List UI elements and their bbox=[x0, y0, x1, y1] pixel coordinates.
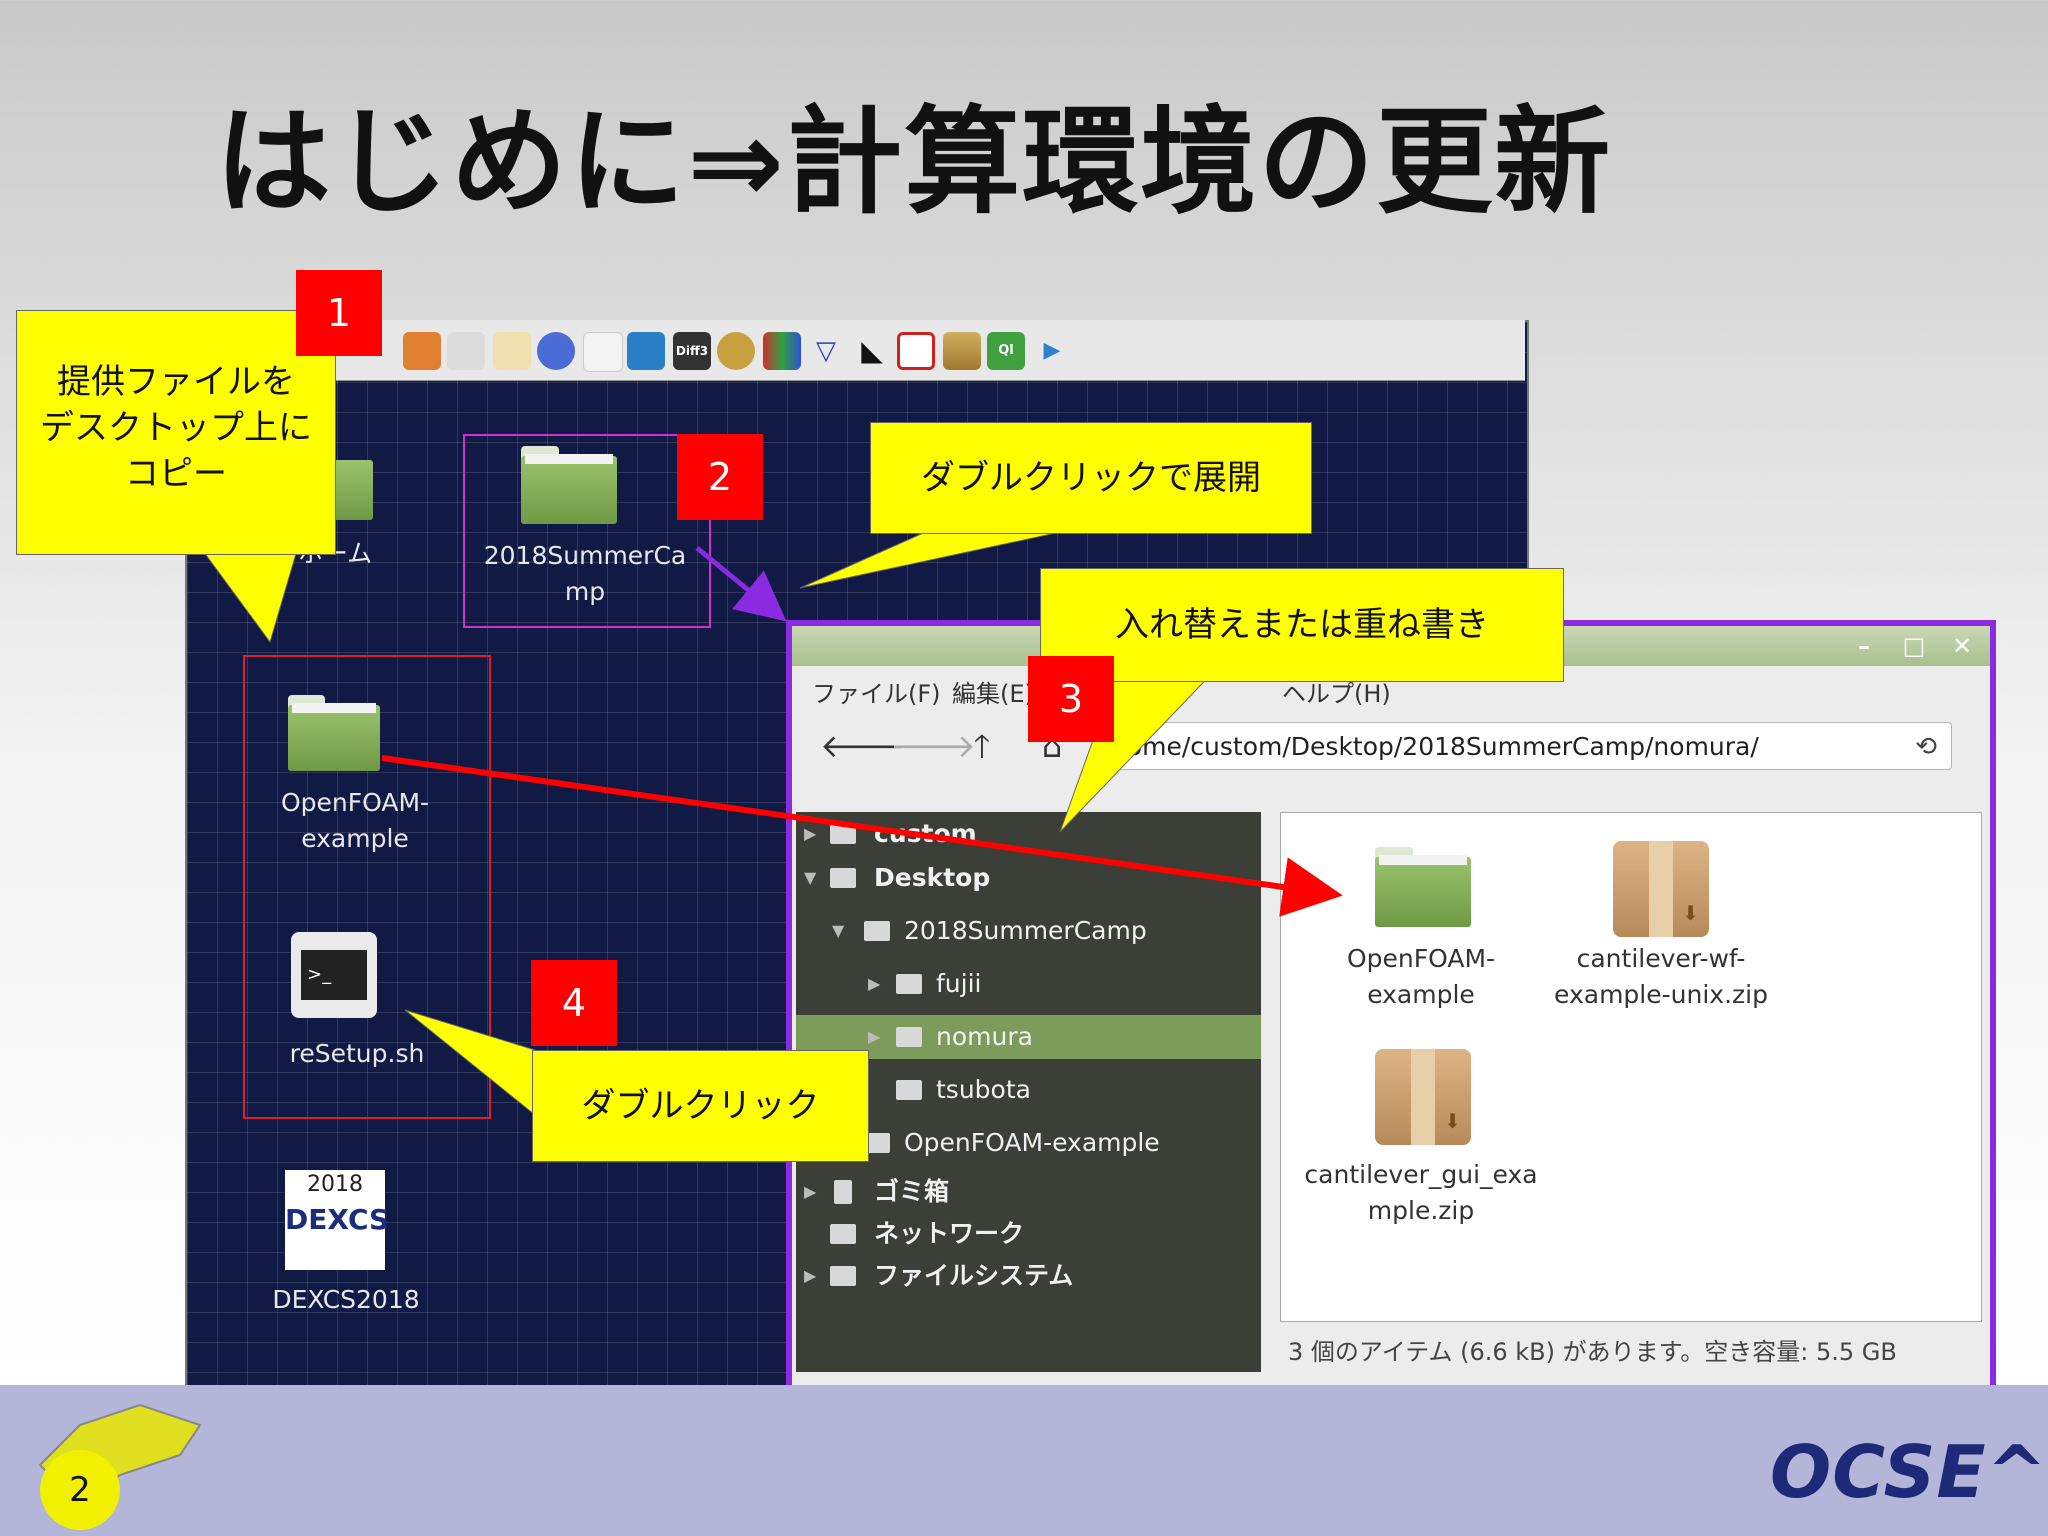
file-label-line1: cantilever_gui_exa bbox=[1304, 1160, 1538, 1189]
terminal-icon: >_ bbox=[291, 932, 377, 1018]
play-icon[interactable]: ▶ bbox=[1033, 332, 1071, 370]
openfoam-label-line1: OpenFOAM- bbox=[280, 788, 430, 817]
callout2-tail bbox=[799, 529, 1071, 589]
paraview-icon[interactable] bbox=[763, 332, 801, 370]
tree-item-network[interactable]: ネットワーク bbox=[796, 1212, 1261, 1256]
tree-item-fujii[interactable]: ▶ fujii bbox=[868, 969, 982, 998]
image-icon[interactable] bbox=[943, 332, 981, 370]
open-arrow bbox=[695, 546, 787, 622]
tree-item-openfoam-example[interactable]: OpenFOAM-example bbox=[796, 1121, 1261, 1165]
menu-file[interactable]: ファイル(F) bbox=[812, 680, 941, 708]
address-bar[interactable]: home/custom/Desktop/2018SummerCamp/nomur… bbox=[1102, 722, 1952, 770]
callout-replace-or-overwrite: 入れ替えまたは重ね書き bbox=[1040, 568, 1564, 682]
file-view[interactable]: OpenFOAM- example ⬇ cantilever-wf- examp… bbox=[1280, 812, 1982, 1322]
minimize-icon[interactable]: – bbox=[1858, 632, 1870, 660]
qt-icon[interactable]: Ql bbox=[987, 332, 1025, 370]
sail-icon[interactable]: ◣ bbox=[853, 332, 891, 370]
callout-copy-to-desktop: 提供ファイルを デスクトップ上に コピー bbox=[16, 310, 336, 555]
dexcs-label: DEXCS2018 bbox=[272, 1285, 420, 1314]
summercamp-label-line2: mp bbox=[564, 577, 606, 606]
file-label-line1: OpenFOAM- bbox=[1346, 944, 1496, 973]
zip-archive-icon: ⬇ bbox=[1375, 1049, 1471, 1145]
tree-item-nomura[interactable]: ▶ nomura bbox=[796, 1015, 1261, 1059]
salome-icon[interactable] bbox=[627, 332, 665, 370]
step-number-4: 4 bbox=[531, 960, 617, 1046]
file-label-line2: example bbox=[1367, 980, 1475, 1009]
dexcs-logo-icon: 2018 DEXCS bbox=[285, 1170, 389, 1270]
diff3-icon[interactable]: Diff3 bbox=[673, 332, 711, 370]
footer-bar bbox=[0, 1385, 2048, 1536]
menu-bar: ファイル(F) 編集(E) ヘルプ(H) bbox=[792, 668, 1990, 710]
taskbar: Diff3 ▽ ◣ Ql ▶ bbox=[185, 320, 1525, 381]
openfoam-label-line2: example bbox=[301, 824, 409, 853]
up-arrow-icon[interactable]: 🡑 bbox=[973, 727, 991, 765]
callout-double-click-extract: ダブルクリックで展開 bbox=[870, 422, 1312, 534]
callout4-tail bbox=[404, 1009, 536, 1117]
sidebar-tree: ▶ custom ▼ Desktop ▼ 2018SummerCamp ▶ fu… bbox=[796, 812, 1261, 1372]
copy-arrow bbox=[381, 755, 1343, 917]
highlight-box-copy-target bbox=[243, 655, 491, 1119]
callout1-tail bbox=[194, 539, 301, 644]
openfoam-folder-icon bbox=[288, 695, 380, 771]
zip-archive-icon: ⬇ bbox=[1613, 841, 1709, 937]
file-label-line2: mple.zip bbox=[1367, 1196, 1475, 1225]
help-icon[interactable] bbox=[447, 332, 485, 370]
tree-item-trash[interactable]: ▶ ゴミ箱 bbox=[804, 1177, 950, 1206]
maximize-icon[interactable]: □ bbox=[1902, 632, 1926, 660]
slide-title: はじめに⇒計算環境の更新 bbox=[215, 95, 1613, 230]
editor-icon[interactable] bbox=[493, 332, 531, 370]
tree-item-tsubota[interactable]: tsubota bbox=[796, 1068, 1261, 1112]
file-manager-window[interactable]: – □ ✕ ファイル(F) 編集(E) ヘルプ(H) 🡐 🡒 🡑 ⌂ home/… bbox=[786, 620, 1996, 1392]
menu-edit[interactable]: 編集(E) bbox=[952, 680, 1034, 708]
tree-item-filesystem[interactable]: ▶ ファイルシステム bbox=[804, 1261, 1074, 1290]
gnuplot-icon[interactable] bbox=[717, 332, 755, 370]
app-launcher-icon[interactable] bbox=[403, 332, 441, 370]
step-number-2: 2 bbox=[677, 434, 763, 520]
address-text: home/custom/Desktop/2018SummerCamp/nomur… bbox=[1111, 732, 1759, 761]
brand-logo: OCSE^2 bbox=[1770, 1430, 2048, 1514]
folder-icon bbox=[1375, 847, 1471, 927]
summercamp-label-line1: 2018SummerCa bbox=[483, 541, 687, 570]
file-label-line2: example-unix.zip bbox=[1554, 980, 1768, 1009]
triangle-icon[interactable]: ▽ bbox=[807, 332, 845, 370]
draw-icon[interactable] bbox=[583, 332, 623, 372]
highlight-box-summercamp bbox=[463, 434, 711, 628]
step-number-3: 3 bbox=[1028, 656, 1114, 742]
menu-help[interactable]: ヘルプ(H) bbox=[1282, 680, 1391, 708]
tree-item-desktop[interactable]: ▼ Desktop bbox=[804, 863, 991, 892]
layout-icon[interactable] bbox=[897, 332, 935, 370]
resetup-label: reSetup.sh bbox=[289, 1039, 425, 1068]
refresh-icon[interactable]: ⟲ bbox=[1915, 732, 1937, 762]
close-icon[interactable]: ✕ bbox=[1951, 632, 1973, 660]
page-number: 2 bbox=[40, 1450, 120, 1530]
status-bar: 3 個のアイテム (6.6 kB) があります。空き容量: 5.5 GB bbox=[1288, 1338, 1897, 1366]
summercamp-folder-icon bbox=[521, 446, 617, 524]
step-number-1: 1 bbox=[296, 270, 382, 356]
browser-icon[interactable] bbox=[537, 332, 575, 370]
callout-double-click: ダブルクリック bbox=[532, 1050, 869, 1162]
file-label-line1: cantilever-wf- bbox=[1576, 944, 1746, 973]
tree-item-summercamp[interactable]: ▼ 2018SummerCamp bbox=[832, 916, 1147, 945]
